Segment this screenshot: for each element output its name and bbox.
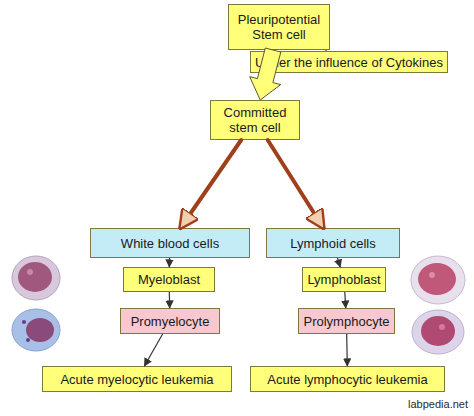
lineage-box: White blood cells	[90, 228, 250, 258]
watermark-label: labpedia.net	[408, 398, 468, 410]
stem-cell-box: Pleuripotential Stem cell	[228, 4, 330, 50]
lymphoblast-cell	[411, 256, 465, 304]
stage-box: Promyelocyte	[120, 308, 220, 334]
arrow-connector	[169, 258, 171, 267]
arrow-connector	[338, 258, 341, 267]
pointing-connector	[180, 140, 241, 228]
arrow-connector	[169, 292, 171, 308]
callout-box: Under the influence of Cytokines	[250, 51, 448, 73]
process-box: Committed stem cell	[210, 100, 300, 140]
disease-box: Acute myelocytic leukemia	[42, 366, 232, 392]
node-text: Lymphoblast	[307, 272, 380, 287]
node-text: Committed stem cell	[214, 105, 296, 135]
stage-box: Lymphoblast	[302, 267, 386, 292]
arrow-connector	[346, 334, 348, 366]
node-text: White blood cells	[121, 236, 219, 251]
myeloblast-cell	[12, 256, 60, 300]
node-text: Lymphoid cells	[290, 236, 376, 251]
pointing-connector	[268, 140, 324, 228]
node-text: Acute myelocytic leukemia	[60, 372, 213, 387]
prolymphocyte-cell	[412, 310, 464, 354]
arrow-connector	[144, 334, 162, 366]
promyelocyte-cell	[12, 309, 60, 351]
stage-box: Myeloblast	[123, 267, 215, 292]
lineage-box: Lymphoid cells	[266, 228, 400, 258]
node-text: Acute lymphocytic leukemia	[267, 372, 427, 387]
node-text: Promyelocyte	[131, 314, 210, 329]
node-text: Prolymphocyte	[304, 314, 390, 329]
node-text: Pleuripotential Stem cell	[232, 12, 326, 42]
disease-box: Acute lymphocytic leukemia	[250, 366, 445, 392]
node-text: Myeloblast	[138, 272, 200, 287]
arrow-connector	[344, 292, 346, 308]
node-text: Under the influence of Cytokines	[255, 55, 443, 70]
stage-box: Prolymphocyte	[298, 308, 395, 334]
